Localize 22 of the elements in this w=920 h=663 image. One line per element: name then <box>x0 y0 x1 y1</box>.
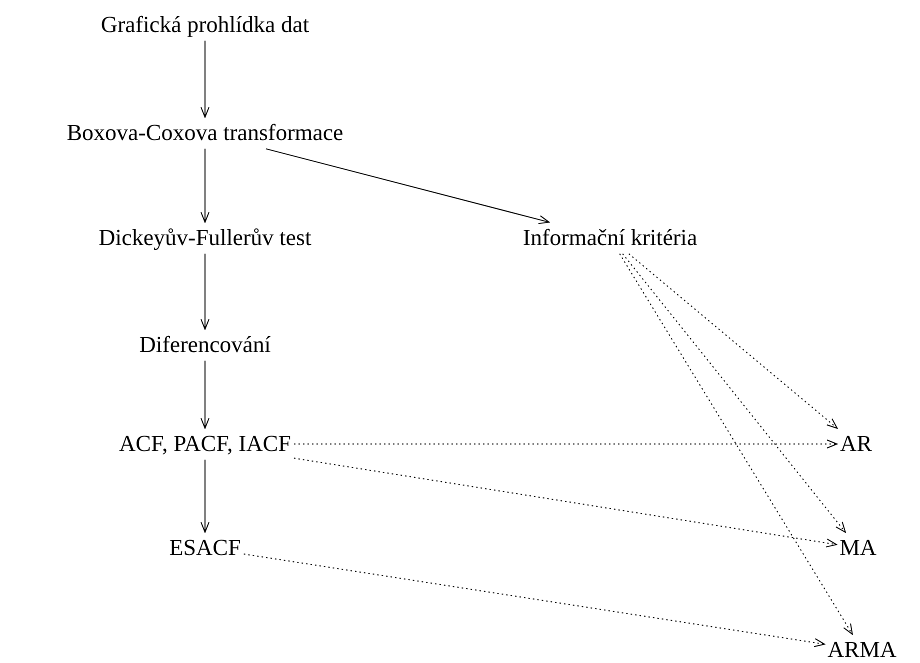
dotted-arrow <box>622 253 846 533</box>
step-label: Grafická prohlídka dat <box>98 9 312 41</box>
step-label: Diferencování <box>136 329 274 361</box>
arrow <box>200 40 210 118</box>
step-label: MA <box>836 532 880 564</box>
arrow <box>200 148 210 223</box>
step-label: AR <box>837 428 875 460</box>
arrow <box>265 148 550 224</box>
arrow <box>200 360 210 429</box>
step-label: ACF, PACF, IACF <box>116 428 294 460</box>
step-label: Dickeyův-Fullerův test <box>96 222 314 254</box>
arrow <box>200 253 210 330</box>
arrow <box>200 459 210 533</box>
step-label: Boxova-Coxova transformace <box>64 117 346 149</box>
dotted-arrow <box>293 458 837 548</box>
step-label: ESACF <box>166 532 244 564</box>
dotted-arrow <box>619 253 853 635</box>
dotted-arrow <box>293 440 838 448</box>
step-label: ARMA <box>824 634 900 663</box>
dotted-arrow <box>243 554 825 648</box>
step-label: Informační kritéria <box>520 222 700 254</box>
dotted-arrow <box>628 253 838 429</box>
